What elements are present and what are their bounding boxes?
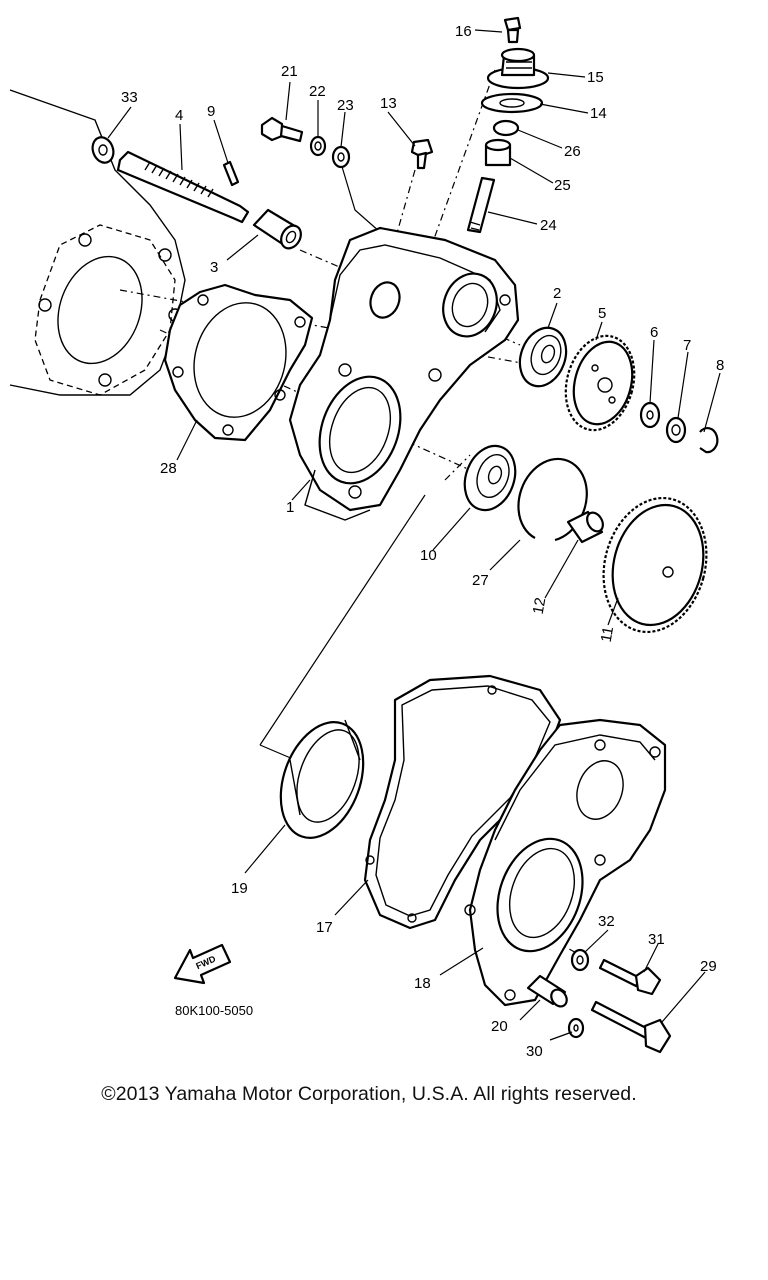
part-33-washer: [91, 136, 115, 164]
part-1-housing: [288, 226, 520, 521]
part-18-cover: [464, 718, 667, 1007]
callout-13: 13: [380, 95, 397, 112]
callout-22: 22: [309, 83, 326, 100]
part-25-bushing: [484, 138, 512, 167]
part-29-bolt: [590, 1000, 672, 1054]
copyright-notice: ©2013 Yamaha Motor Corporation, U.S.A. A…: [101, 1083, 637, 1105]
parts-diagram: FWD 80K100-5050: [9, 16, 724, 1060]
callout-17: 17: [316, 919, 333, 936]
part-12-pin: [566, 510, 604, 544]
callout-24: 24: [540, 217, 557, 234]
callout-9: 9: [207, 103, 215, 120]
callout-7: 7: [683, 337, 691, 354]
part-31-bolt: [598, 958, 662, 996]
part-19-oil-seal: [279, 719, 365, 839]
part-11-gear: [602, 496, 708, 634]
part-3-collar: [252, 208, 302, 250]
part-30-washer: [567, 1017, 585, 1039]
callout-16: 16: [455, 23, 472, 40]
callout-26: 26: [564, 143, 581, 160]
part-10-bearing: [463, 444, 517, 512]
callout-30: 30: [526, 1043, 543, 1060]
callout-3: 3: [210, 259, 218, 276]
callout-27: 27: [472, 572, 489, 589]
part-32-washer: [570, 948, 590, 972]
callout-4: 4: [175, 107, 183, 124]
callout-5: 5: [598, 305, 606, 322]
diagram-code: 80K100-5050: [175, 1003, 253, 1018]
callout-20: 20: [491, 1018, 508, 1035]
callout-10: 10: [420, 547, 437, 564]
part-28-gasket: [163, 283, 314, 442]
leader-lines: [107, 29, 721, 1041]
callout-21: 21: [281, 63, 298, 80]
fwd-arrow-icon: FWD: [173, 943, 232, 985]
part-14-gasket: [480, 92, 544, 114]
part-22-washer: [309, 135, 327, 157]
callouts: 16 15 14 26 25 24 21 22 23 13 33 4 9 3 2…: [121, 23, 724, 1060]
callout-12: 12: [530, 596, 550, 615]
callout-25: 25: [554, 177, 571, 194]
part-26-seal: [492, 119, 520, 137]
part-4-shaft: [116, 150, 250, 224]
part-21-bolt: [260, 116, 304, 143]
part-9-pin: [222, 160, 240, 187]
part-20-dowel: [526, 974, 568, 1008]
callout-6: 6: [650, 324, 658, 341]
callout-18: 18: [414, 975, 431, 992]
callout-8: 8: [716, 357, 724, 374]
part-8-circlip: [699, 427, 719, 454]
callout-28: 28: [160, 460, 177, 477]
callout-11: 11: [598, 625, 617, 643]
callout-2: 2: [553, 285, 561, 302]
part-5-gear: [564, 334, 636, 432]
callout-19: 19: [231, 880, 248, 897]
part-15-plate: [486, 47, 550, 90]
callout-15: 15: [587, 69, 604, 86]
callout-31: 31: [648, 931, 665, 948]
part-23-washer: [331, 145, 351, 169]
part-24-shaft: [466, 176, 496, 234]
part-6-washer: [639, 401, 661, 429]
engine-case-outline: [9, 89, 186, 396]
callout-1: 1: [286, 499, 294, 516]
callout-32: 32: [598, 913, 615, 930]
part-13-screw: [410, 138, 434, 170]
part-17-gasket: [363, 674, 562, 930]
callout-33: 33: [121, 89, 138, 106]
part-7-washer: [665, 416, 687, 444]
callout-29: 29: [700, 958, 717, 975]
callout-23: 23: [337, 97, 354, 114]
part-2-bearing: [518, 326, 568, 388]
part-16-bolt: [503, 16, 522, 44]
callout-14: 14: [590, 105, 607, 122]
